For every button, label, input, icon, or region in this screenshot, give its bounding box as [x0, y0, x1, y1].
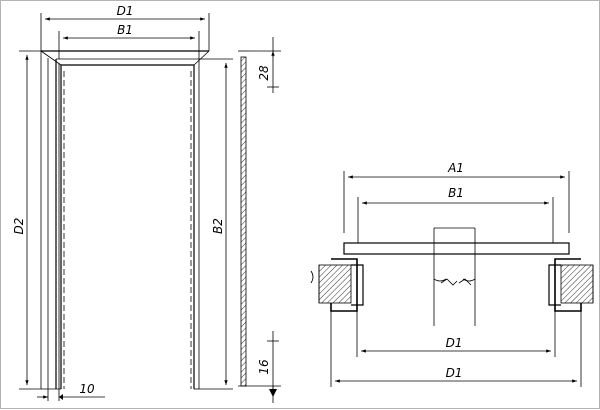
label-b1-section: B1	[448, 186, 464, 200]
dim-d2: D2	[12, 50, 41, 390]
label-d1-inner: D1	[446, 336, 463, 350]
label-b2: B2	[211, 218, 225, 234]
dim-d1-inner: D1	[356, 311, 556, 357]
side-profile	[238, 50, 281, 387]
label-10: 10	[79, 382, 95, 396]
dim-a1: A1	[343, 161, 570, 233]
label-d1-top: D1	[117, 4, 134, 18]
front-view: D1 B1 D2 B2 28	[12, 4, 281, 403]
door-frame-outline	[40, 50, 210, 390]
label-a1: A1	[447, 161, 464, 175]
door-leaf-section	[343, 227, 570, 326]
right-frame-detail	[548, 258, 594, 312]
dim-b2: B2	[199, 58, 233, 390]
label-b1-top: B1	[117, 23, 133, 37]
dim-28: 28	[257, 37, 279, 93]
dim-10: 10	[37, 382, 105, 401]
label-28: 28	[257, 65, 271, 81]
label-16: 16	[257, 359, 271, 375]
dim-d1-top: D1	[40, 4, 210, 51]
dim-b1-top: B1	[58, 23, 200, 59]
hidden-lines	[63, 71, 192, 389]
dim-d1-outer: D1	[330, 311, 582, 387]
dim-b1-section: B1	[357, 186, 554, 243]
label-d2: D2	[12, 218, 26, 235]
label-d1-outer: D1	[446, 366, 463, 380]
dim-16: 16	[257, 331, 279, 403]
section-view: A1 B1	[310, 161, 594, 387]
left-frame-detail	[310, 258, 364, 312]
